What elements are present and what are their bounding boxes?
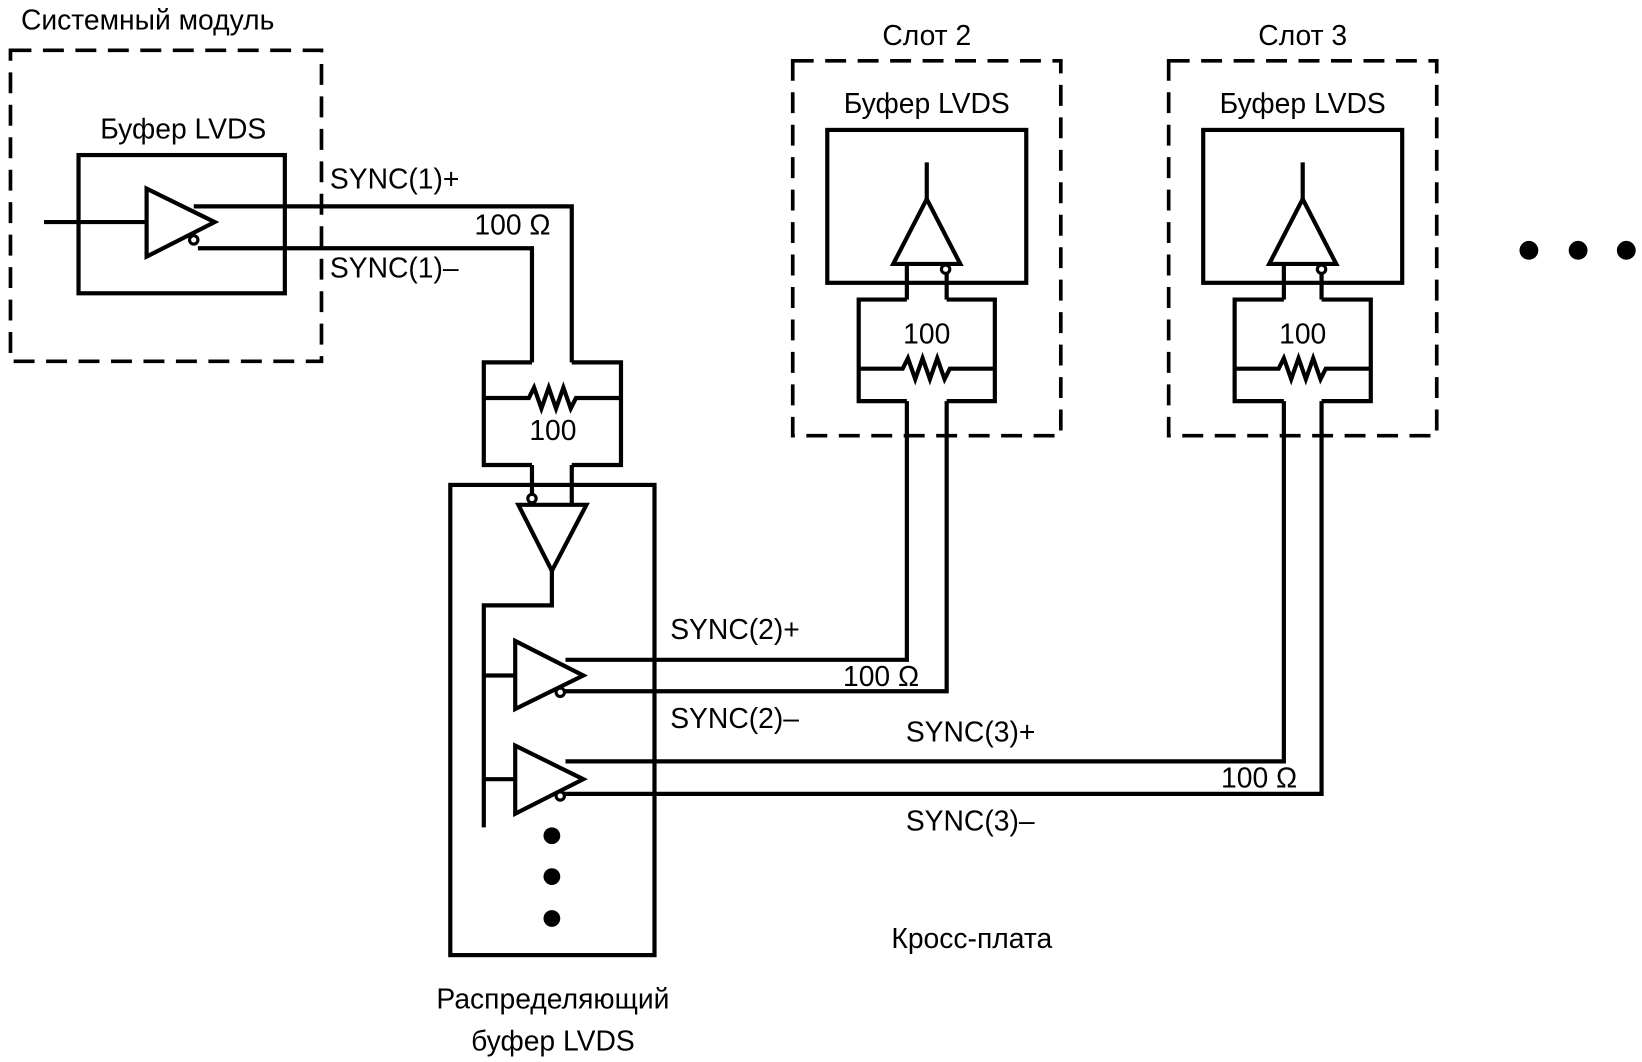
sync2-minus-wire [564, 401, 949, 694]
sync3-plus-wire [565, 401, 1286, 764]
distribution-buffer-label-1: Распределяющий [436, 983, 669, 1015]
backplane-label: Кросс-плата [891, 922, 1052, 954]
sync2-minus-label: SYNC(2)– [670, 702, 799, 734]
driver-symbol-3 [513, 742, 588, 818]
termination-resistor: 100 [481, 360, 624, 505]
sync1-plus-label: SYNC(1)+ [330, 163, 460, 195]
sync3-minus-wire [564, 401, 1324, 796]
more-slots-dot [1519, 240, 1539, 260]
sync2-plus-label: SYNC(2)+ [670, 613, 800, 645]
slot-buffer-label: Буфер LVDS [844, 87, 1010, 119]
distribution-buffer-label-2: буфер LVDS [471, 1024, 635, 1056]
sync1-minus-label: SYNC(1)– [330, 252, 459, 284]
driver-symbol [144, 185, 220, 261]
more-dot [543, 910, 561, 927]
sync3-minus-label: SYNC(3)– [906, 804, 1035, 836]
inverting-bubble [554, 686, 567, 699]
sync1-minus-wire [197, 246, 535, 363]
more-dot [543, 827, 561, 845]
resistor-icon [858, 351, 995, 386]
sync3-res-label: 100 Ω [1221, 762, 1297, 794]
system-buffer-label: Буфер LVDS [100, 112, 266, 144]
receiver-symbol [889, 194, 964, 267]
sync1-plus-wire [193, 204, 574, 363]
inverting-bubble [554, 790, 567, 802]
inverting-bubble [526, 492, 538, 505]
sync2-plus-wire [565, 401, 909, 662]
resistor-icon [483, 381, 621, 415]
slot-title: Слот 2 [882, 19, 971, 51]
sync2-res-label: 100 Ω [843, 660, 919, 692]
more-slots-dot [1616, 240, 1636, 260]
receiver-symbol [1265, 194, 1340, 267]
system-module: Системный модуль Буфер LVDS [8, 3, 324, 364]
distribution-buffer [448, 482, 657, 958]
distribution-buffer-box [448, 482, 657, 958]
slot-2: Слот 2 Буфер LVDS 100 [790, 19, 1063, 438]
termination-resistor-value: 100 [529, 414, 576, 446]
system-module-title: Системный модуль [21, 3, 274, 35]
sync1-res-label: 100 Ω [474, 209, 550, 241]
resistor-icon [1234, 351, 1371, 386]
slot-3: Слот 3 Буфер LVDS 100 [1166, 19, 1439, 438]
receiver-symbol [514, 502, 590, 576]
driver-symbol-2 [513, 637, 588, 713]
slot-title: Слот 3 [1258, 19, 1347, 51]
more-dot [543, 868, 561, 885]
inverting-bubble [187, 234, 200, 246]
slot-buffer-label: Буфер LVDS [1220, 87, 1386, 119]
sync3-plus-label: SYNC(3)+ [906, 715, 1036, 747]
fanout-bus [481, 570, 554, 828]
slot-resistor-value: 100 [903, 318, 950, 350]
more-slots-dot [1568, 240, 1588, 260]
slot-resistor-value: 100 [1279, 318, 1326, 350]
